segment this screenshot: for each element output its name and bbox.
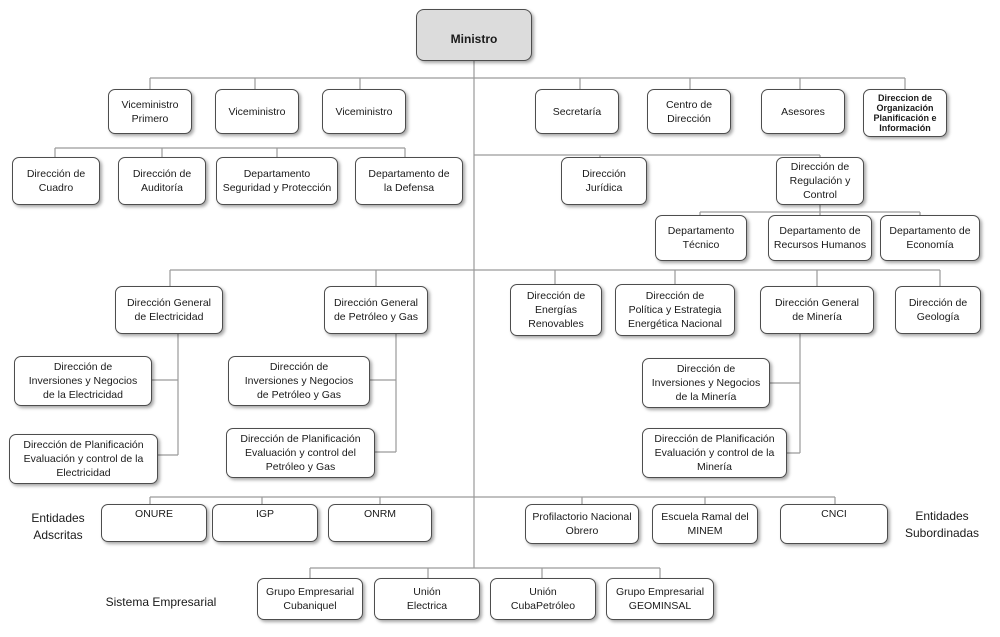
planificacion-mineria-box[interactable]: Dirección de Planificación Evaluación y …: [642, 428, 787, 478]
union-electrica-box[interactable]: Unión Electrica: [374, 578, 480, 620]
node-label: Unión Electrica: [406, 586, 448, 612]
node-label: Departamento Técnico: [667, 225, 735, 251]
departamento-tecnico-box[interactable]: Departamento Técnico: [655, 215, 747, 261]
node-label: Dirección de Planificación Evaluación y …: [23, 439, 144, 479]
node-label: Asesores: [781, 105, 825, 118]
node-label: Dirección de Inversiones y Negocios de P…: [244, 361, 354, 401]
node-label: Dirección de Energías Renovables: [526, 290, 586, 330]
defensa-box[interactable]: Departamento de la Defensa: [355, 157, 463, 205]
minister-label: Ministro: [450, 32, 498, 46]
node-label: Dirección Jurídica: [582, 168, 626, 194]
mineria-box[interactable]: Dirección General de Minería: [760, 286, 874, 334]
node-label: ONRM: [363, 508, 397, 520]
node-label: IGP: [255, 508, 275, 520]
departamento-economia-box[interactable]: Departamento de Economía: [880, 215, 980, 261]
first-viceminister-box[interactable]: Viceministro Primero: [108, 89, 192, 134]
organizacion-planificacion-box[interactable]: Direccion de Organización Planificación …: [863, 89, 947, 137]
escuela-ramal-box[interactable]: Escuela Ramal del MINEM: [652, 504, 758, 544]
inversiones-petroleo-box[interactable]: Dirección de Inversiones y Negocios de P…: [228, 356, 370, 406]
direccion-juridica-box[interactable]: Dirección Jurídica: [561, 157, 647, 205]
regulacion-control-box[interactable]: Dirección de Regulación y Control: [776, 157, 864, 205]
planificacion-petroleo-box[interactable]: Dirección de Planificación Evaluación y …: [226, 428, 375, 478]
planificacion-electricidad-box[interactable]: Dirección de Planificación Evaluación y …: [9, 434, 158, 484]
node-label: Dirección de Política y Estrategia Energ…: [628, 290, 722, 330]
onure-box[interactable]: ONURE: [101, 504, 207, 542]
node-label: Grupo Empresarial GEOMINSAL: [615, 586, 705, 612]
direccion-cuadro-box[interactable]: Dirección de Cuadro: [12, 157, 100, 205]
cubapetroleo-box[interactable]: Unión CubaPetróleo: [490, 578, 596, 620]
petroleo-gas-box[interactable]: Dirección General de Petróleo y Gas: [324, 286, 428, 334]
onrm-box[interactable]: ONRM: [328, 504, 432, 542]
node-label: Viceministro Primero: [121, 98, 179, 125]
minister-box[interactable]: Ministro: [416, 9, 532, 61]
node-label: Viceministro: [335, 105, 393, 118]
node-label: Dirección General de Electricidad: [126, 297, 212, 323]
asesores-box[interactable]: Asesores: [761, 89, 845, 134]
node-label: Dirección de Geología: [908, 297, 968, 323]
node-label: CNCI: [821, 508, 847, 520]
node-label: Departamento de Recursos Humanos: [773, 225, 867, 251]
empresarial-label: Sistema Empresarial: [105, 595, 217, 609]
electricidad-box[interactable]: Dirección General de Electricidad: [115, 286, 223, 334]
cubaniquel-box[interactable]: Grupo Empresarial Cubaniquel: [257, 578, 363, 620]
energias-renovables-box[interactable]: Dirección de Energías Renovables: [510, 284, 602, 336]
node-label: Dirección de Inversiones y Negocios de l…: [651, 363, 761, 403]
node-label: Dirección de Planificación Evaluación y …: [240, 433, 361, 473]
node-label: Departamento de la Defensa: [368, 168, 450, 194]
centro-direccion-box[interactable]: Centro de Dirección: [647, 89, 731, 134]
node-label: Escuela Ramal del MINEM: [661, 511, 749, 537]
node-label: Dirección de Cuadro: [26, 168, 86, 194]
profilactorio-box[interactable]: Profilactorio Nacional Obrero: [525, 504, 639, 544]
node-label: Dirección de Regulación y Control: [789, 161, 851, 201]
cnci-box[interactable]: CNCI: [780, 504, 888, 544]
inversiones-electricidad-box[interactable]: Dirección de Inversiones y Negocios de l…: [14, 356, 152, 406]
politica-estrategia-box[interactable]: Dirección de Política y Estrategia Energ…: [615, 284, 735, 336]
node-label: Dirección de Inversiones y Negocios de l…: [28, 361, 138, 401]
inversiones-mineria-box[interactable]: Dirección de Inversiones y Negocios de l…: [642, 358, 770, 408]
node-label: Viceministro: [228, 105, 286, 118]
node-label: Unión CubaPetróleo: [510, 586, 576, 612]
viceminister-box[interactable]: Viceministro: [322, 89, 406, 134]
node-label: Profilactorio Nacional Obrero: [532, 511, 632, 537]
node-label: Departamento de Economía: [889, 225, 971, 251]
node-label: Dirección de Auditoría: [132, 168, 192, 194]
adscritas-label: Entidades Adscritas: [31, 511, 85, 542]
node-label: Dirección General de Petróleo y Gas: [333, 297, 419, 323]
node-label: Direccion de Organización Planificación …: [873, 93, 937, 133]
secretaria-box[interactable]: Secretaría: [535, 89, 619, 134]
node-label: Dirección General de Minería: [774, 297, 860, 323]
igp-box[interactable]: IGP: [212, 504, 318, 542]
geologia-box[interactable]: Dirección de Geología: [895, 286, 981, 334]
node-label: ONURE: [135, 508, 173, 520]
subordinadas-label: Entidades Subordinadas: [904, 509, 980, 540]
node-label: Departamento Seguridad y Protección: [222, 168, 332, 194]
viceminister-box[interactable]: Viceministro: [215, 89, 299, 134]
node-label: Secretaría: [552, 105, 602, 118]
seguridad-proteccion-box[interactable]: Departamento Seguridad y Protección: [216, 157, 338, 205]
node-label: Centro de Dirección: [665, 98, 713, 125]
geominsal-box[interactable]: Grupo Empresarial GEOMINSAL: [606, 578, 714, 620]
node-label: Dirección de Planificación Evaluación y …: [654, 433, 775, 473]
direccion-auditoria-box[interactable]: Dirección de Auditoría: [118, 157, 206, 205]
recursos-humanos-box[interactable]: Departamento de Recursos Humanos: [768, 215, 872, 261]
node-label: Grupo Empresarial Cubaniquel: [265, 586, 355, 612]
